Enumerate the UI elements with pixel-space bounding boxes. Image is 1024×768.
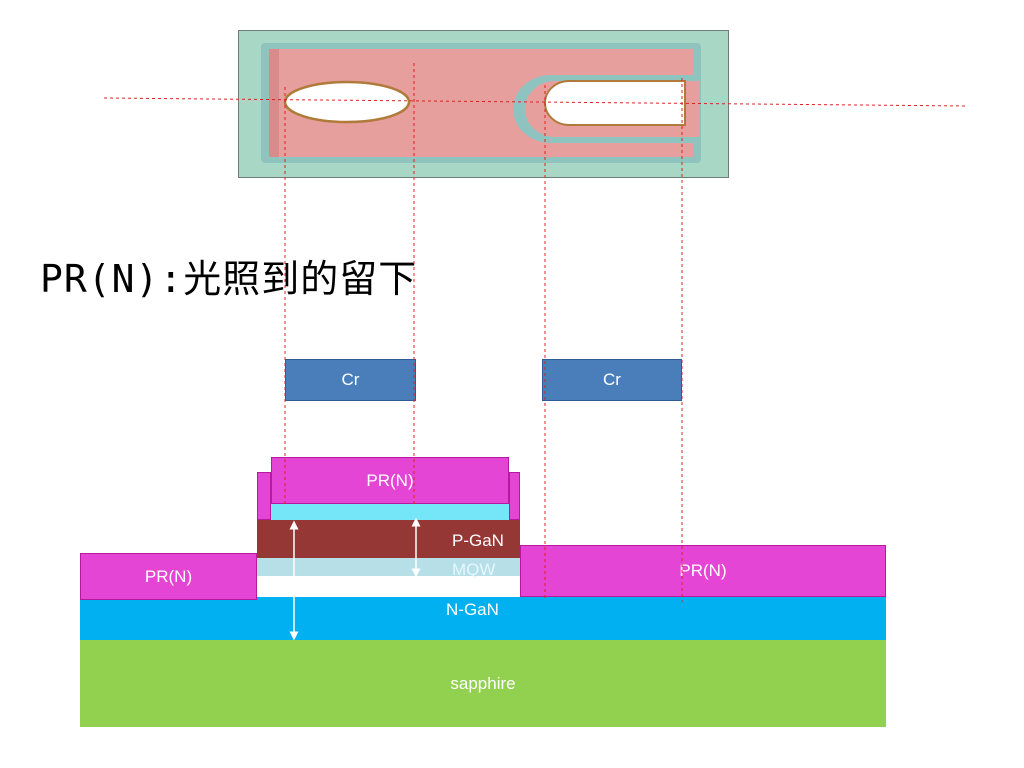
- cr-mask-left-label: Cr: [341, 370, 360, 389]
- micrograph: [238, 30, 729, 178]
- heading: PR(N):光照到的留下: [40, 257, 418, 301]
- pr-right: PR(N): [520, 545, 886, 597]
- sapphire-layer: sapphire: [80, 640, 886, 727]
- cr-mask-right-label: Cr: [603, 370, 621, 389]
- pr-left-label: PR(N): [144, 566, 193, 586]
- p-gan-layer: [257, 520, 520, 558]
- cr-mask-right: Cr: [542, 359, 682, 401]
- mqw-label: MQW: [452, 560, 496, 579]
- p-gan-label: P-GaN: [452, 531, 504, 550]
- pr-right-label: PR(N): [679, 561, 727, 580]
- n-gan-layer: [80, 597, 886, 640]
- pr-top: PR(N): [271, 457, 509, 504]
- cr-mask-left: Cr: [285, 359, 416, 401]
- mqw-layer: [257, 558, 520, 576]
- n-gan-label: N-GaN: [446, 600, 499, 619]
- pr-sidewall-right: [509, 472, 520, 520]
- pr-sidewall-left: [257, 472, 271, 520]
- pr-top-label: PR(N): [366, 470, 414, 490]
- sapphire-label: sapphire: [450, 673, 516, 693]
- contact-strip: [271, 504, 509, 520]
- pr-left: PR(N): [80, 553, 257, 600]
